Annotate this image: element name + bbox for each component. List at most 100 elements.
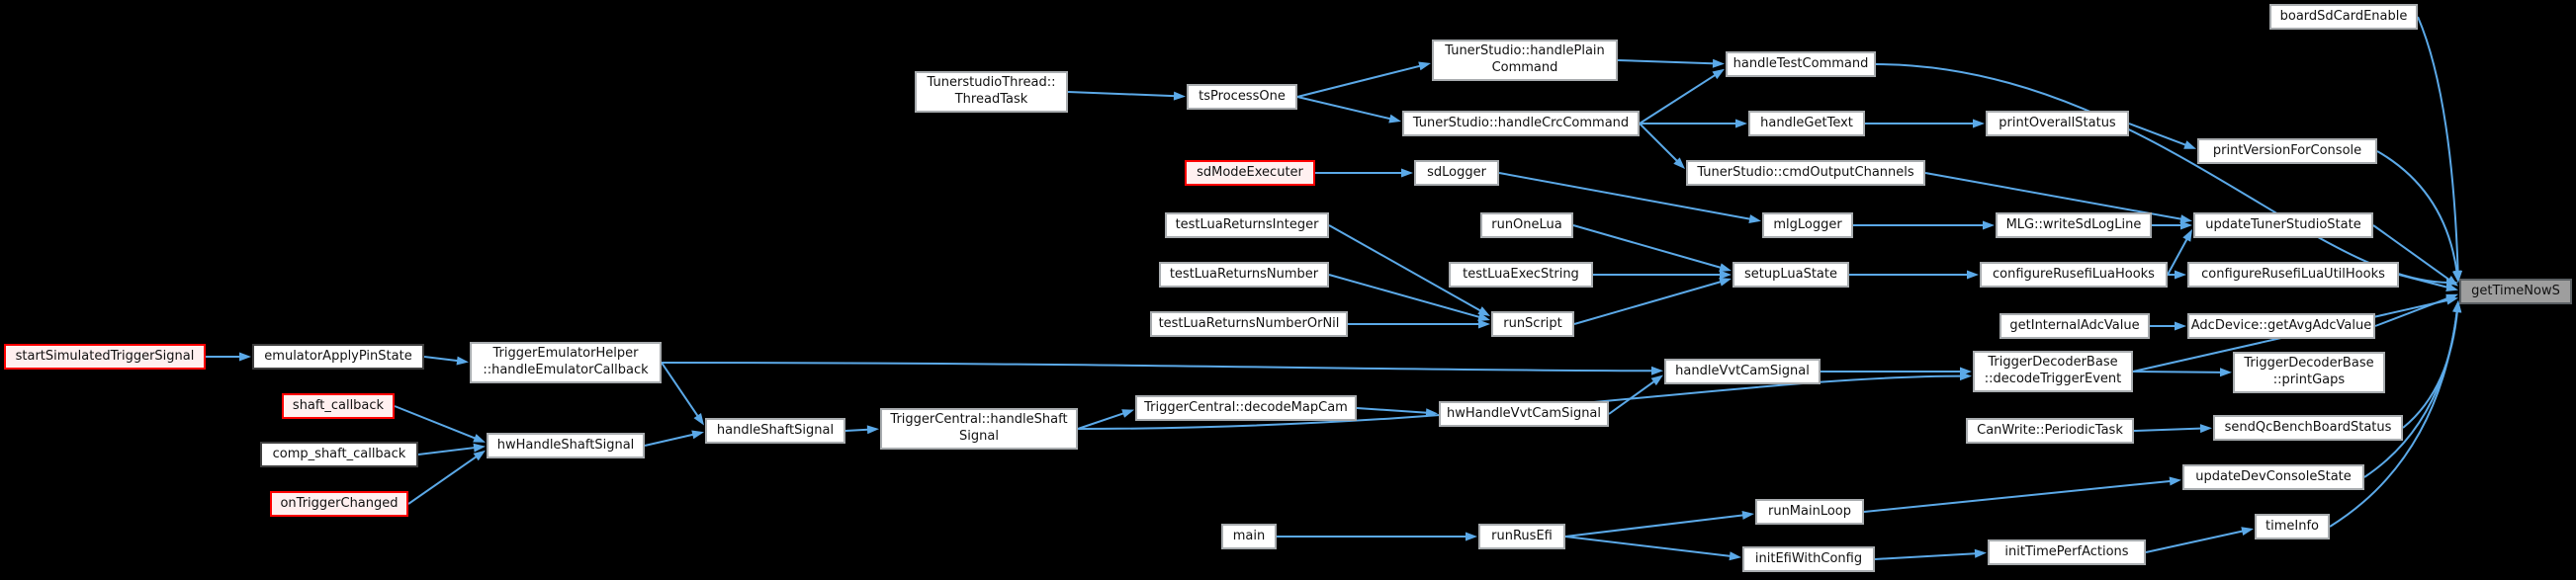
node-label: comp_shaft_callback	[272, 446, 406, 461]
call-edge-arrowhead	[1650, 374, 1663, 386]
node-sendQcBenchBoardStatus[interactable]: sendQcBenchBoardStatus	[2213, 415, 2403, 441]
node-getInternalAdcValue[interactable]: getInternalAdcValue	[1999, 313, 2150, 339]
call-edge-arrowhead	[2445, 283, 2458, 291]
call-edge	[407, 455, 480, 505]
call-edge-arrowhead	[239, 352, 251, 362]
call-edge	[1639, 123, 1680, 164]
node-handleVvtCamSignal[interactable]: handleVvtCamSignal	[1664, 359, 1821, 384]
node-hwHandleShaftSignal[interactable]: hwHandleShaftSignal	[487, 433, 645, 458]
node-label: runMainLoop	[1767, 503, 1852, 519]
node-runScript[interactable]: runScript	[1491, 311, 1574, 337]
node-initEfiWithConfig[interactable]: initEfiWithConfig	[1742, 546, 1875, 572]
call-edge-arrowhead	[1418, 61, 1431, 71]
node-label: TunerStudio::cmdOutputChannels	[1697, 164, 1914, 180]
node-main[interactable]: main	[1221, 524, 1277, 549]
node-label: mlgLogger	[1773, 216, 1842, 232]
node-timeInfo[interactable]: timeInfo	[2255, 514, 2330, 539]
call-edge-arrowhead	[1388, 114, 1401, 124]
call-edge-arrowhead	[2445, 275, 2458, 287]
node-handleCrcCommand[interactable]: TunerStudio::handleCrcCommand	[1402, 111, 1640, 136]
node-printOverallStatus[interactable]: printOverallStatus	[1986, 111, 2129, 136]
call-edge-arrowhead	[2182, 229, 2192, 242]
node-initTimePerfActions[interactable]: initTimePerfActions	[1988, 539, 2146, 565]
node-configureRusefiLuaHooks[interactable]: configureRusefiLuaHooks	[1980, 262, 2168, 288]
call-edge	[1573, 280, 1724, 325]
call-edge-arrowhead	[473, 450, 486, 461]
call-edge	[1328, 274, 1482, 319]
call-edge	[1572, 224, 1724, 270]
node-getAvgAdcValue[interactable]: AdcDevice::getAvgAdcValue	[2187, 313, 2375, 339]
node-label: handleVvtCamSignal	[1675, 363, 1810, 378]
node-label: TriggerDecoderBase ::printGaps	[2244, 356, 2374, 387]
node-handleGetText[interactable]: handleGetText	[1748, 111, 1865, 136]
node-shaft_callback[interactable]: shaft_callback	[282, 393, 395, 419]
node-label: boardSdCardEnable	[2279, 8, 2408, 24]
call-edge	[2376, 150, 2458, 275]
node-writeSdLogLine[interactable]: MLG::writeSdLogLine	[1996, 212, 2152, 238]
call-edge-arrowhead	[1712, 58, 1725, 68]
node-decodeMapCam[interactable]: TriggerCentral::decodeMapCam	[1135, 395, 1357, 421]
node-testLuaReturnsNumber[interactable]: testLuaReturnsNumber	[1159, 262, 1329, 288]
call-edge-arrowhead	[1983, 220, 1995, 230]
node-tsProcessOne[interactable]: tsProcessOne	[1187, 84, 1297, 110]
call-edge-arrowhead	[1973, 119, 1985, 128]
node-decodeTriggerEvent[interactable]: TriggerDecoderBase ::decodeTriggerEvent	[1973, 351, 2133, 392]
node-sdModeExecuter[interactable]: sdModeExecuter	[1185, 160, 1315, 186]
call-edge-arrowhead	[1173, 91, 1186, 101]
node-updateDevConsoleState[interactable]: updateDevConsoleState	[2182, 464, 2364, 490]
node-hwHandleVvtCamSignal[interactable]: hwHandleVvtCamSignal	[1439, 401, 1609, 427]
node-handleTestCommand[interactable]: handleTestCommand	[1726, 51, 1876, 77]
node-cmdOutputChannels[interactable]: TunerStudio::cmdOutputChannels	[1686, 160, 1925, 186]
node-getTimeNowS: getTimeNowS	[2459, 279, 2572, 304]
node-printGaps[interactable]: TriggerDecoderBase ::printGaps	[2233, 352, 2385, 393]
node-runOneLua[interactable]: runOneLua	[1480, 212, 1573, 238]
node-handlePlainCommand[interactable]: TunerStudio::handlePlain Command	[1432, 40, 1618, 81]
node-sdLogger[interactable]: sdLogger	[1414, 160, 1499, 186]
node-runMainLoop[interactable]: runMainLoop	[1755, 499, 1864, 525]
node-emulatorApplyPinState[interactable]: emulatorApplyPinState	[252, 344, 424, 370]
node-threadTask[interactable]: TunerstudioThread:: ThreadTask	[915, 71, 1068, 113]
call-edge	[2133, 427, 2204, 432]
call-edge-arrowhead	[473, 443, 486, 453]
node-label: configureRusefiLuaUtilHooks	[2201, 266, 2385, 282]
call-edge-arrowhead	[473, 434, 486, 443]
call-edge-arrowhead	[693, 413, 704, 426]
call-edge-arrowhead	[1967, 270, 1979, 280]
call-edge-arrowhead	[1478, 319, 1490, 329]
node-handleEmulatorCallback[interactable]: TriggerEmulatorHelper ::handleEmulatorCa…	[470, 342, 662, 383]
node-label: tsProcessOne	[1199, 88, 1286, 104]
node-mlgLogger[interactable]: mlgLogger	[1762, 212, 1853, 238]
node-label: getTimeNowS	[2471, 283, 2560, 298]
node-runRusEfi[interactable]: runRusEfi	[1478, 524, 1565, 549]
node-tcHandleShaftSignal[interactable]: TriggerCentral::handleShaft Signal	[880, 408, 1078, 450]
node-updateTunerStudioState[interactable]: updateTunerStudioState	[2193, 212, 2373, 238]
node-testLuaReturnsInteger[interactable]: testLuaReturnsInteger	[1165, 212, 1329, 238]
node-testLuaReturnsNumberOrNil[interactable]: testLuaReturnsNumberOrNil	[1150, 311, 1348, 337]
call-edge	[2417, 16, 2459, 275]
node-label: hwHandleVvtCamSignal	[1446, 405, 1602, 421]
node-configureRusefiLuaUtilHooks[interactable]: configureRusefiLuaUtilHooks	[2187, 262, 2399, 288]
node-boardSdCardEnable[interactable]: boardSdCardEnable	[2269, 4, 2418, 30]
call-edge	[1875, 63, 2450, 284]
call-edge-arrowhead	[1651, 366, 1663, 375]
node-setupLuaState[interactable]: setupLuaState	[1732, 262, 1849, 288]
node-comp_shaft_callback[interactable]: comp_shaft_callback	[260, 442, 418, 467]
call-edge	[1296, 96, 1393, 121]
node-onTriggerChanged[interactable]: onTriggerChanged	[270, 491, 408, 517]
call-edge	[1924, 172, 2184, 221]
node-printVersionForConsole[interactable]: printVersionForConsole	[2197, 138, 2377, 164]
call-edge-arrowhead	[2175, 270, 2186, 280]
node-label: sdModeExecuter	[1197, 164, 1303, 180]
node-label: configureRusefiLuaHooks	[1993, 266, 2155, 282]
node-canWritePeriodicTask[interactable]: CanWrite::PeriodicTask	[1966, 418, 2134, 444]
call-edge	[2372, 224, 2452, 283]
node-startSimulatedTriggerSignal[interactable]: startSimulatedTriggerSignal	[4, 344, 206, 370]
call-edge-arrowhead	[691, 430, 704, 440]
node-handleShaftSignal[interactable]: handleShaftSignal	[705, 418, 845, 444]
call-edge-arrowhead	[1974, 548, 1987, 558]
node-testLuaExecString[interactable]: testLuaExecString	[1449, 262, 1593, 288]
node-label: shaft_callback	[292, 397, 385, 413]
node-label: TunerStudio::handleCrcCommand	[1412, 115, 1630, 130]
call-edge	[2128, 123, 2188, 147]
